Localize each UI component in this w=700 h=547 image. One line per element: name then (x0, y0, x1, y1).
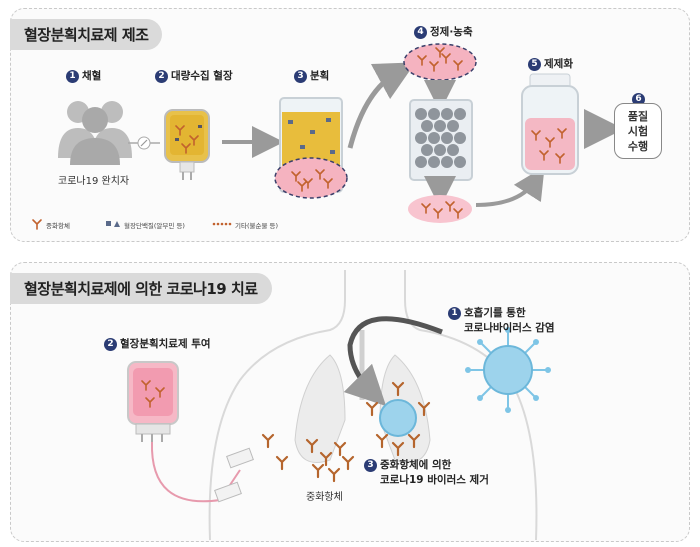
step6-line2: 시험 (627, 125, 649, 138)
panel1-title: 혈장분획치료제 제조 (10, 19, 163, 50)
step6-number: 6 (632, 93, 645, 106)
syringe-icon (128, 136, 160, 150)
coronavirus-icon (465, 327, 551, 413)
iv-tape-bottom (214, 481, 242, 503)
neutralized-virus-icon (365, 381, 431, 457)
treatment-panel: 혈장분획치료제에 의한 코로나19 치료 (10, 262, 690, 542)
donor-people-icon (58, 101, 132, 165)
arrow-to-purification (347, 62, 416, 149)
step6-quality-box: 품질 시험 수행 (614, 103, 662, 159)
iv-tube (150, 441, 241, 503)
purification-column-icon (409, 99, 473, 181)
concentrated-antibody-blob (408, 195, 472, 223)
iv-tape-top (226, 447, 254, 469)
iv-bag-icon (127, 361, 179, 442)
legend-other-icon (212, 222, 232, 226)
medicine-bottle-icon (521, 73, 579, 175)
fractionation-beaker-icon (274, 97, 348, 199)
legend-antibody-icon (32, 219, 42, 230)
legend-protein-label: 혈장단백질(알부민 등) (124, 222, 185, 230)
panel2-title: 혈장분획치료제에 의한 코로나19 치료 (10, 273, 272, 304)
antibody-label: 중화항체 (306, 492, 343, 503)
legend-antibody-label: 중화항체 (46, 222, 70, 230)
step6-line1: 품질 (627, 110, 649, 123)
infection-arrow (343, 316, 443, 407)
arrow-to-formulation (475, 166, 545, 207)
donor-label: 코로나19 완치자 (58, 176, 130, 187)
step6-line3: 수행 (627, 140, 649, 153)
legend-protein-icon (106, 221, 120, 227)
legend-other-label: 기타(불순물 등) (235, 222, 279, 230)
plasma-bag-icon (164, 109, 210, 180)
purified-antibody-oval (403, 43, 477, 81)
